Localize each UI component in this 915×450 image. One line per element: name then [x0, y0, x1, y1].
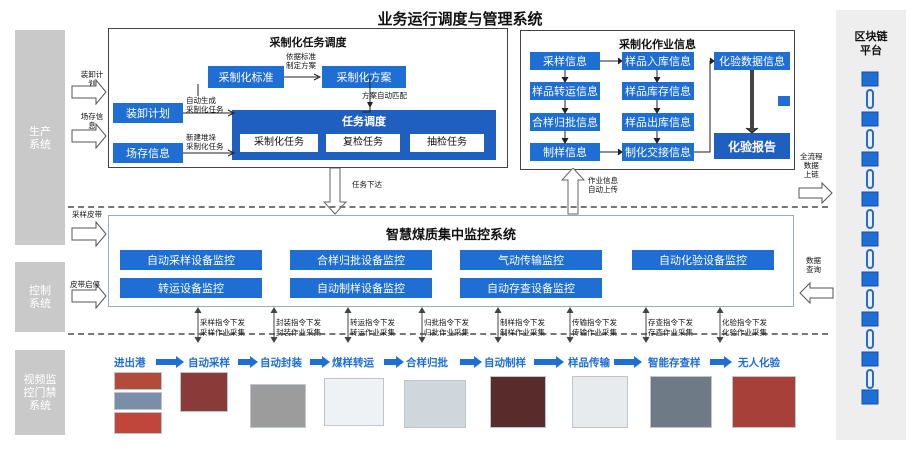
ship-image [114, 392, 162, 410]
dispatch-item-1: 采制化任务 [240, 134, 318, 152]
monitor-r1-1: 自动采样设备监控 [120, 250, 262, 270]
sidebar-production: 生产系统 [15, 30, 65, 245]
lab-info-box: 化验数据信息 [714, 52, 790, 70]
to-chain-arrow [798, 182, 833, 204]
cmd-7-up: 存查作业采集 [648, 328, 693, 337]
info-col1-2: 样品转运信息 [530, 82, 600, 100]
monitor-title: 智慧煤质集中监控系统 [385, 228, 516, 243]
cmd-5-up: 制样作业采集 [500, 328, 545, 337]
full-chain-label: 全流程 数据 上链 [800, 152, 823, 179]
cmd-4-up: 归批作业采集 [424, 328, 469, 337]
yard-box: 场存信息 [113, 143, 183, 163]
process-2: 自动采样 [188, 357, 230, 369]
storage-image [650, 376, 712, 428]
monitor-r1-4: 自动化验设备监控 [632, 250, 774, 270]
arrow-label-yard: 场存信息 [80, 112, 104, 130]
task-issue-arrow [322, 168, 348, 215]
note-std-plan: 依据标准 制定方案 [286, 52, 316, 70]
cmd-3-up: 转运作业采集 [350, 328, 395, 337]
info-col1-1: 采样信息 [530, 52, 600, 70]
cmd-6-up: 传输作业采集 [572, 328, 617, 337]
arrow-label-belt-start: 皮带启停 [70, 280, 100, 289]
process-3: 自动封装 [260, 357, 302, 369]
info-col2-4: 制化交接信息 [622, 143, 694, 161]
plan-box: 采制化方案 [322, 66, 406, 88]
truck2-image [114, 412, 162, 434]
sidebar-control: 控制系统 [15, 262, 65, 332]
query-arrow [799, 282, 834, 304]
sampler-image [180, 372, 228, 412]
process-6: 自动制样 [484, 357, 526, 369]
page-title: 业务运行调度与管理系统 [377, 10, 543, 28]
info-col2-2: 样品库存信息 [622, 82, 694, 100]
prep-machine-image [490, 376, 546, 428]
cmd-2-up: 封装作业采集 [276, 328, 321, 337]
cmd-7-down: 存查指令下发 [648, 318, 693, 327]
upload-arrow [560, 168, 586, 215]
pneumatic-image [572, 376, 628, 428]
dispatch-item-3: 抽检任务 [410, 134, 484, 152]
cmd-1-down: 采样指令下发 [200, 318, 245, 327]
note-auto-match: 方案自动匹配 [362, 91, 407, 100]
command-arrows [194, 307, 724, 343]
cmd-8-down: 化验指令下发 [722, 318, 767, 327]
info-col1-3: 合样归批信息 [530, 113, 600, 131]
info-col1-4: 制样信息 [530, 143, 600, 161]
monitor-r2-3: 自动存查设备监控 [460, 278, 602, 298]
std-box: 采制化标准 [208, 66, 284, 88]
task-panel-title: 采制化任务调度 [269, 36, 347, 49]
process-8: 智能存查样 [648, 357, 701, 369]
cmd-4-down: 归批指令下发 [424, 318, 469, 327]
separator-2 [68, 333, 828, 335]
cmd-1-up: 采样作业采集 [200, 328, 245, 337]
upload-label: 作业信息 自动上传 [588, 176, 618, 194]
info-panel-title: 采制化作业信息 [619, 38, 696, 51]
process-4: 煤样转运 [332, 357, 374, 369]
sidebar-control-label: 控制系统 [29, 284, 51, 310]
arrow-label-unload: 装卸计划 [80, 70, 104, 88]
dispatch-title: 任务调度 [342, 115, 386, 128]
transport-van-image [324, 378, 384, 426]
cmd-2-down: 封装指令下发 [276, 318, 321, 327]
arrow-label-sampling-belt: 采样皮带 [72, 210, 102, 219]
task-issue-label: 任务下达 [352, 180, 382, 189]
note-new-pile: 新建堆垛 采制化任务 [186, 133, 224, 151]
cmd-6-down: 传输指令下发 [572, 318, 617, 327]
task-panel-connectors [183, 73, 373, 157]
process-7: 样品传输 [568, 357, 610, 369]
data-query-label: 数据 查询 [806, 256, 821, 274]
info-col2-1: 样品入库信息 [622, 52, 694, 70]
process-9: 无人化验 [738, 357, 780, 369]
monitor-r1-3: 气动传输监控 [460, 250, 602, 270]
info-panel-connectors [561, 57, 790, 156]
cmd-3-down: 转运指令下发 [350, 318, 395, 327]
batching-image [404, 380, 466, 428]
left-input-arrows [71, 78, 107, 310]
monitor-r1-2: 合样归批设备监控 [290, 250, 432, 270]
lab-report-box: 化验报告 [714, 133, 790, 159]
info-col2-3: 样品出库信息 [622, 113, 694, 131]
lab-robot-image [732, 376, 796, 428]
process-arrows [156, 356, 732, 368]
monitor-r2-2: 自动制样设备监控 [290, 278, 432, 298]
note-auto-gen: 自动生成 采制化任务 [186, 96, 224, 114]
process-1: 进出港 [114, 357, 146, 369]
sealer-image [250, 384, 306, 428]
truck-image [114, 372, 162, 390]
cmd-5-down: 制样指令下发 [500, 318, 545, 327]
blockchain-chain [861, 71, 879, 405]
monitor-r2-1: 转运设备监控 [120, 278, 262, 298]
process-5: 合样归批 [406, 357, 448, 369]
dispatch-item-2: 复检任务 [326, 134, 400, 152]
unload-box: 装卸计划 [113, 103, 183, 123]
cmd-8-up: 化验作业采集 [722, 328, 767, 337]
sidebar-video-label: 视频监控门禁系统 [23, 373, 57, 412]
sidebar-production-label: 生产系统 [29, 124, 51, 151]
sidebar-video: 视频监控门禁系统 [15, 350, 65, 435]
blockchain-title: 区块链 平台 [854, 30, 888, 57]
separator-1 [68, 206, 828, 208]
